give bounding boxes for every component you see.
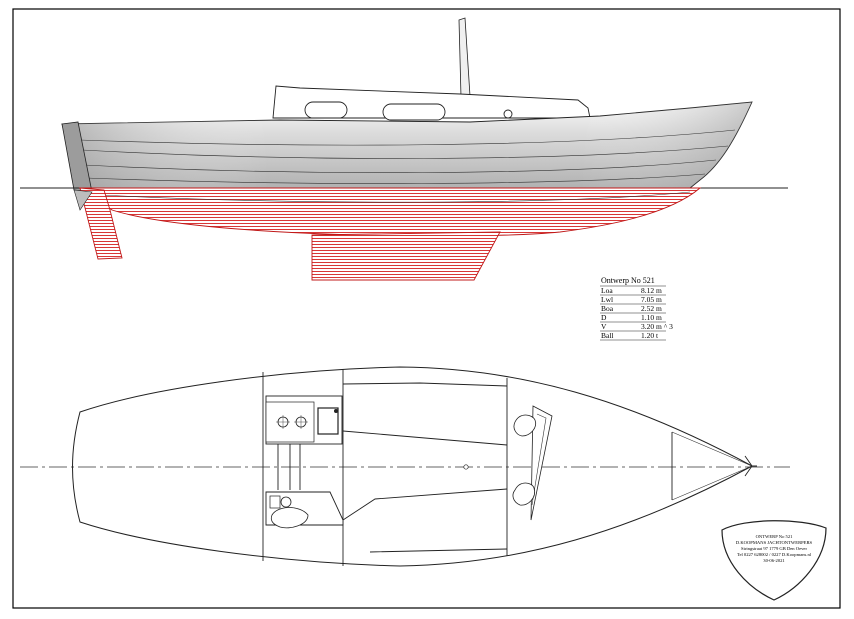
cartouche-shield [721,520,827,601]
berth-port [342,382,508,446]
companionway [277,444,301,490]
v-berth [530,405,553,521]
specs-title: Ontwerp No 521 [601,276,655,285]
cartouche-line-2: D.KOOPMANS JACHTONTWERPERS [736,540,813,545]
stem-fitting [744,455,757,477]
porthole-1 [304,101,348,119]
spec-value: 1.10 m [641,313,662,322]
underwater-hull [78,187,702,237]
deck-outline [72,366,754,567]
washbasin [270,507,309,529]
cartouche-line-1: ONTWERP No 521 [756,534,794,539]
spec-label: Lwl [601,295,613,304]
porthole-2 [382,103,446,121]
strake-line-2 [83,159,717,174]
spec-value: 3.20 m ^ 3 [641,322,673,331]
berth-starboard [342,488,508,553]
spec-label: Ball [601,331,614,340]
spec-label: Loa [601,286,613,295]
toilet-icon [280,496,292,508]
mast-step [463,464,469,470]
plan-view [20,366,790,567]
sink [317,407,339,435]
sheer-line [79,129,736,146]
spec-label: D [601,313,607,322]
cartouche-line-4: Tel 0227 628002 / 0227 D.Koopmans.nl [737,552,812,557]
drawing-border [12,8,841,609]
cartouche-line-5: 30-06-2021 [763,558,785,563]
spec-label: Boa [601,304,614,313]
spec-value: 2.52 m [641,304,662,313]
spec-value: 7.05 m [641,295,662,304]
cartouche-line-3: Stringstraat 97 1779 GB Den Oever [741,546,807,551]
mast [458,17,471,98]
rudder [79,187,123,260]
locker-port [513,414,537,437]
porthole-3 [503,109,513,119]
keel [311,231,501,281]
profile-view [20,17,788,281]
spec-label: V [601,322,607,331]
designer-cartouche: ONTWERP No 521 D.KOOPMANS JACHTONTWERPER… [721,520,827,601]
strake-line-3 [85,173,706,184]
v-berth-line [531,413,547,506]
strake-line-1 [81,145,729,159]
spec-value: 8.12 m [641,286,662,295]
specs-table: Ontwerp No 521 Loa 8.12 m Lwl 7.05 m Boa… [600,276,673,341]
spec-value: 1.20 t [641,331,659,340]
locker-starboard [512,482,535,506]
